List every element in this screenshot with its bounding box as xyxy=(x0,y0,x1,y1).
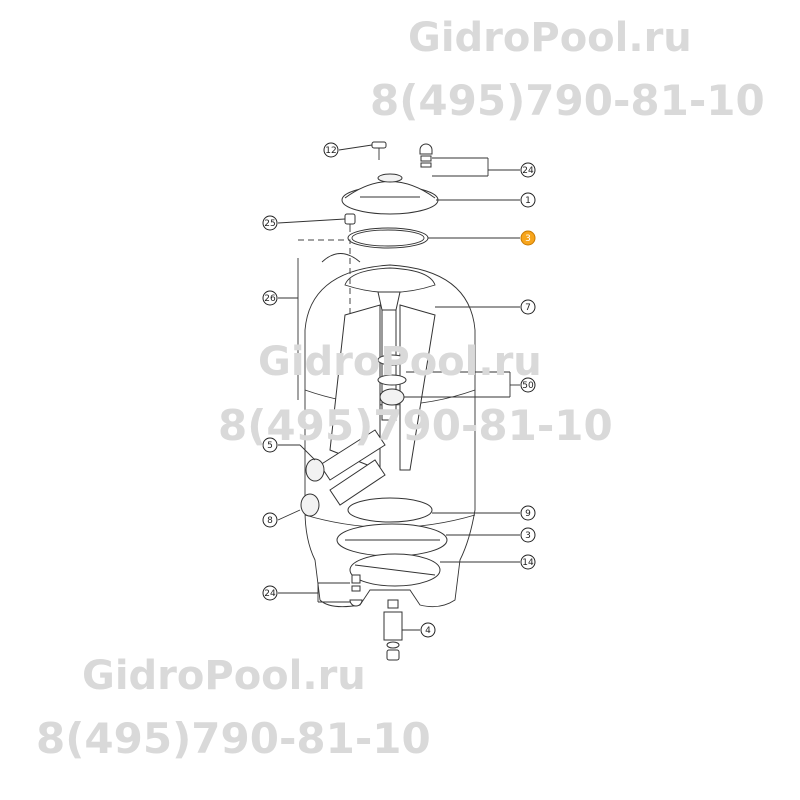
callout-label: 14 xyxy=(522,558,534,568)
underdrain-assembly xyxy=(336,497,448,587)
callout-50: 50 xyxy=(520,377,536,393)
callout-label: 12 xyxy=(325,146,336,156)
callout-label: 8 xyxy=(267,516,273,526)
callout-4: 4 xyxy=(420,622,436,638)
callout-label: 5 xyxy=(267,441,273,451)
callout-3-highlighted[interactable]: 3 xyxy=(520,230,536,246)
lid-o-ring xyxy=(347,227,429,249)
callout-label: 25 xyxy=(264,219,275,229)
callout-14: 14 xyxy=(520,554,536,570)
callout-label: 3 xyxy=(525,234,531,244)
watermark-site-mid: GidroPool.ru xyxy=(258,339,542,385)
filter-lid xyxy=(341,173,439,215)
callout-3: 3 xyxy=(520,527,536,543)
callout-9: 9 xyxy=(520,505,536,521)
callout-24-bottom: 24 xyxy=(262,585,278,601)
watermark-phone-bottom: 8(495)790-81-10 xyxy=(36,714,431,763)
clamp-ring xyxy=(321,253,361,263)
callout-label: 9 xyxy=(525,509,531,519)
side-ports xyxy=(300,429,386,517)
watermark-phone-top: 8(495)790-81-10 xyxy=(370,76,765,125)
callout-24-top: 24 xyxy=(520,162,536,178)
callout-label: 24 xyxy=(522,166,534,176)
callout-25: 25 xyxy=(262,215,278,231)
drain-plug xyxy=(383,599,403,661)
callout-12: 12 xyxy=(323,142,339,158)
callout-1: 1 xyxy=(520,192,536,208)
callout-label: 50 xyxy=(522,381,534,391)
pipe-rings xyxy=(377,354,407,406)
leader-lines xyxy=(277,144,520,631)
callout-5: 5 xyxy=(262,437,278,453)
callout-label: 1 xyxy=(525,196,531,206)
callout-8: 8 xyxy=(262,512,278,528)
callout-label: 4 xyxy=(425,626,431,636)
watermark-site-bottom: GidroPool.ru xyxy=(82,653,366,699)
callout-26: 26 xyxy=(262,290,278,306)
vent-valve xyxy=(371,141,387,160)
watermark-site-top: GidroPool.ru xyxy=(408,15,692,61)
callout-label: 24 xyxy=(264,589,276,599)
drain-rod xyxy=(297,213,356,400)
callout-label: 7 xyxy=(525,303,531,313)
central-diffuser xyxy=(329,291,436,471)
callout-label: 3 xyxy=(525,531,531,541)
base-bolt-set xyxy=(349,574,363,607)
watermark-phone-mid: 8(495)790-81-10 xyxy=(218,401,613,450)
lid-bolt-set xyxy=(419,143,433,168)
callout-label: 26 xyxy=(264,294,276,304)
callout-7: 7 xyxy=(520,299,536,315)
